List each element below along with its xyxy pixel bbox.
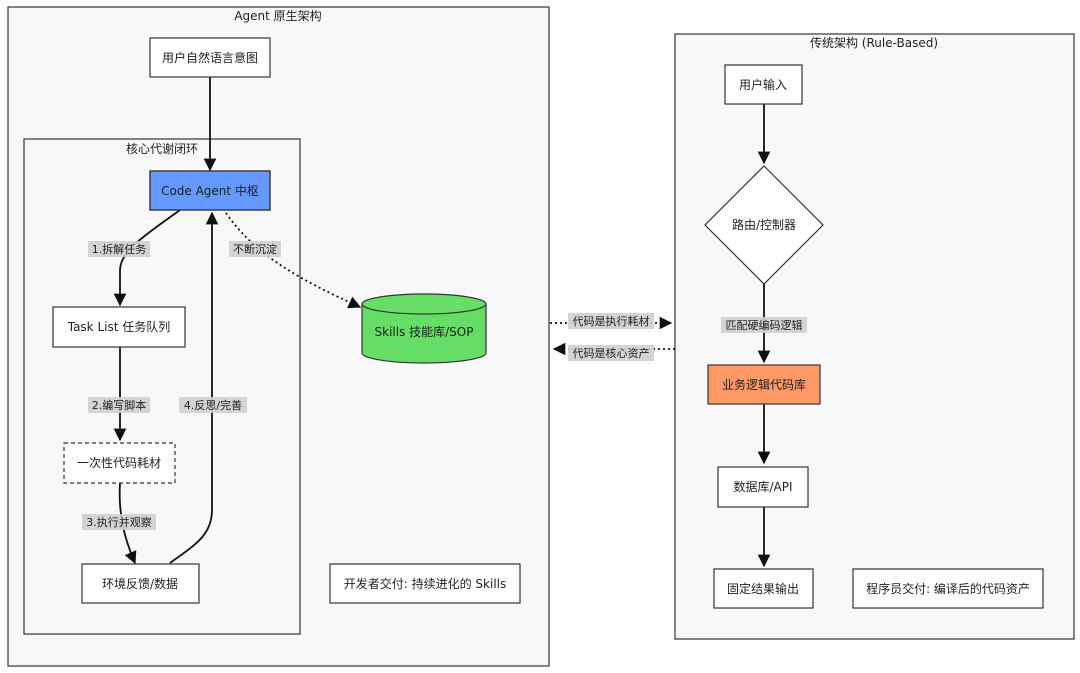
svg-text:程序员交付: 编译后的代码资产: 程序员交付: 编译后的代码资产 [866, 581, 1030, 596]
agent-native-title: Agent 原生架构 [234, 8, 321, 23]
svg-text:环境反馈/数据: 环境反馈/数据 [102, 576, 178, 591]
svg-text:代码是执行耗材: 代码是执行耗材 [573, 314, 650, 328]
label-decompose: 1.拆解任务 [88, 241, 150, 257]
label-deposit: 不断沉淀 [229, 241, 281, 257]
edge-deposit [225, 212, 362, 309]
svg-text:用户自然语言意图: 用户自然语言意图 [162, 50, 258, 65]
label-core-asset: 代码是核心资产 [568, 345, 654, 361]
rule-based-cluster: 传统架构 (Rule-Based) [674, 33, 1075, 640]
svg-text:Task List 任务队列: Task List 任务队列 [67, 319, 171, 334]
svg-text:Code Agent 中枢: Code Agent 中枢 [161, 183, 259, 198]
label-execute: 3.执行并观察 [82, 514, 156, 530]
fixed-output-node: 固定结果输出 [713, 568, 814, 609]
svg-text:匹配硬编码逻辑: 匹配硬编码逻辑 [726, 318, 803, 332]
skills-library-node: Skills 技能库/SOP [361, 293, 487, 364]
svg-text:一次性代码耗材: 一次性代码耗材 [77, 456, 161, 470]
svg-text:3.执行并观察: 3.执行并观察 [86, 515, 152, 529]
rule-based-title: 传统架构 (Rule-Based) [810, 35, 938, 50]
svg-text:用户输入: 用户输入 [739, 77, 787, 92]
code-agent-node: Code Agent 中枢 [149, 170, 271, 211]
disposable-code-node: 一次性代码耗材 [63, 442, 176, 484]
edge-reflect [169, 211, 219, 564]
label-match: 匹配硬编码逻辑 [721, 317, 807, 333]
svg-text:不断沉淀: 不断沉淀 [233, 242, 277, 256]
intent-node: 用户自然语言意图 [149, 37, 271, 78]
label-consumable: 代码是执行耗材 [568, 313, 654, 329]
svg-text:固定结果输出: 固定结果输出 [727, 581, 799, 596]
business-logic-node: 业务逻辑代码库 [707, 364, 821, 405]
svg-text:业务逻辑代码库: 业务逻辑代码库 [722, 377, 806, 392]
svg-text:2.编写脚本: 2.编写脚本 [92, 398, 147, 412]
developer-delivery-node: 开发者交付: 持续进化的 Skills [329, 563, 521, 604]
label-write-script: 2.编写脚本 [88, 397, 150, 413]
svg-text:1.拆解任务: 1.拆解任务 [92, 242, 147, 256]
svg-text:代码是核心资产: 代码是核心资产 [573, 346, 650, 360]
svg-text:数据库/API: 数据库/API [733, 479, 792, 494]
svg-text:开发者交付: 持续进化的 Skills: 开发者交付: 持续进化的 Skills [344, 576, 507, 591]
db-api-node: 数据库/API [717, 466, 809, 508]
task-list-node: Task List 任务队列 [52, 306, 186, 348]
label-reflect: 4.反思/完善 [179, 397, 247, 413]
router-node: 路由/控制器 [704, 165, 824, 285]
core-loop-cluster: 核心代谢闭环 [23, 138, 301, 635]
svg-text:路由/控制器: 路由/控制器 [732, 217, 796, 232]
user-input-node: 用户输入 [724, 64, 803, 105]
env-feedback-node: 环境反馈/数据 [81, 563, 200, 604]
programmer-delivery-node: 程序员交付: 编译后的代码资产 [852, 568, 1044, 609]
core-loop-title: 核心代谢闭环 [126, 141, 198, 156]
svg-text:4.反思/完善: 4.反思/完善 [184, 398, 242, 412]
svg-text:Skills 技能库/SOP: Skills 技能库/SOP [375, 324, 474, 339]
